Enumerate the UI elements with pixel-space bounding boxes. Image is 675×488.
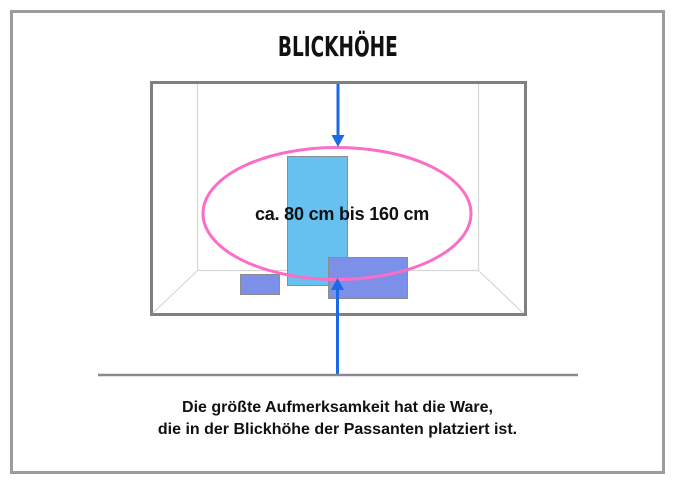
caption-line-1: Die größte Aufmerksamkeit hat die Ware, (182, 399, 493, 416)
arrow-down-head-icon (331, 135, 345, 147)
eye-level-range-label: ca. 80 cm bis 160 cm (254, 204, 430, 224)
floor-diagonal-right (478, 270, 524, 314)
page-title: BLICKHÖHE (10, 30, 665, 63)
caption-line-2: die in der Blickhöhe der Passanten platz… (157, 421, 518, 438)
page-title-text: BLICKHÖHE (277, 30, 398, 63)
caption: Die größte Aufmerksamkeit hat die Ware, … (10, 397, 665, 441)
product-block-small (240, 274, 280, 295)
floor-diagonal-left (152, 270, 198, 314)
arrow-up-head-icon (331, 278, 344, 290)
